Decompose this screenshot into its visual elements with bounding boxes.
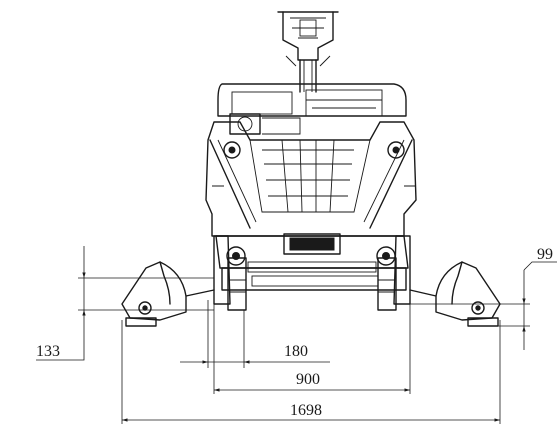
right-outrigger bbox=[409, 261, 501, 327]
label-99: 99 bbox=[537, 246, 553, 263]
name-plate bbox=[283, 233, 341, 255]
label-900: 900 bbox=[296, 371, 320, 388]
left-track bbox=[213, 235, 247, 311]
mast-top bbox=[277, 11, 339, 93]
dim-900 bbox=[213, 304, 411, 394]
upper-body bbox=[217, 83, 407, 135]
reference-lines bbox=[78, 277, 530, 327]
label-133: 133 bbox=[36, 343, 60, 360]
dim-133 bbox=[36, 246, 86, 361]
label-1698: 1698 bbox=[290, 402, 322, 419]
left-outrigger bbox=[121, 261, 215, 327]
lower-chassis bbox=[215, 235, 409, 291]
label-180: 180 bbox=[284, 343, 308, 360]
dim-1698 bbox=[121, 320, 501, 424]
dim-99 bbox=[522, 261, 557, 350]
central-frame bbox=[205, 121, 417, 237]
